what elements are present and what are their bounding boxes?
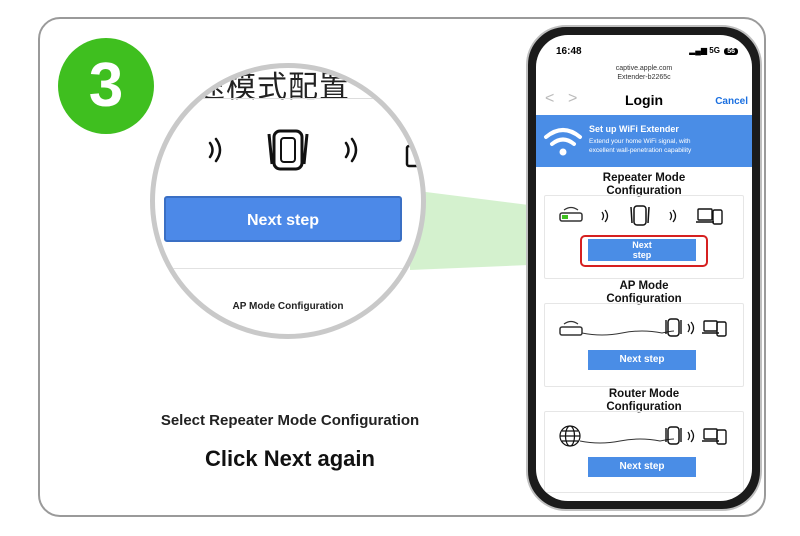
repeater-diagram <box>559 205 723 226</box>
phone-screen: 16:48 ▂▄▆ 5G 56 captive.apple.com Extend… <box>536 35 752 501</box>
back-chevron-icon[interactable]: < <box>545 90 555 107</box>
extender-icon <box>630 205 650 226</box>
battery-icon: 56 <box>724 48 738 55</box>
devices-icon <box>702 428 727 445</box>
section-title-line: AP Mode <box>619 280 669 292</box>
instruction-caption: Select Repeater Mode Configuration <box>160 412 420 429</box>
section-title-line: Configuration <box>606 401 682 413</box>
section-title-line: Repeater Mode <box>602 172 686 184</box>
zoom-next-step-button[interactable]: Next step <box>164 196 402 242</box>
section-title-line: Configuration <box>606 293 682 305</box>
extender-icon <box>665 426 682 445</box>
wifi-icon <box>544 128 582 156</box>
step-number-badge: 3 <box>58 38 154 134</box>
ap-next-step-button[interactable]: Next step <box>588 350 696 370</box>
repeater-mode-title: Repeater Mode Configuration <box>536 172 752 198</box>
repeater-next-step-button[interactable]: Next step <box>588 239 696 261</box>
header-title: Set up WiFi Extender <box>589 124 679 134</box>
ap-diagram <box>559 318 727 337</box>
button-label-line: step <box>632 250 652 260</box>
router-diagram <box>559 425 727 447</box>
repeater-mode-card <box>544 195 744 279</box>
globe-icon <box>559 425 581 447</box>
devices-icon <box>696 208 723 225</box>
router-next-step-button[interactable]: Next step <box>588 457 696 477</box>
divider <box>155 268 421 269</box>
router-icon <box>559 206 583 222</box>
setup-header-banner: Set up WiFi Extender Extend your home Wi… <box>536 115 752 167</box>
devices-icon <box>702 320 727 337</box>
url-host: captive.apple.com <box>615 65 673 72</box>
header-description: Extend your home WiFi signal, with <box>589 138 691 145</box>
zoom-ap-mode-label: AP Mode Configuration <box>232 301 344 312</box>
zoom-title-fragment: 速模式配置 <box>195 71 350 104</box>
phone-frame: 16:48 ▂▄▆ 5G 56 captive.apple.com Extend… <box>526 25 762 511</box>
status-time: 16:48 <box>556 46 582 57</box>
url-network: Extender-b2265c <box>617 74 671 81</box>
header-description: excellent wall-penetration capability <box>589 147 692 154</box>
repeater-diagram-icons <box>208 129 421 171</box>
section-title-line: Configuration <box>606 185 682 197</box>
cancel-button[interactable]: Cancel <box>715 96 748 107</box>
forward-chevron-icon[interactable]: > <box>568 90 578 107</box>
ap-mode-card <box>544 303 744 387</box>
extender-icon <box>267 129 309 171</box>
network-label: 5G <box>709 46 720 55</box>
ap-mode-title: AP Mode Configuration <box>536 280 752 306</box>
divider <box>155 98 421 99</box>
button-label-line: Next <box>632 240 652 250</box>
router-mode-title: Router Mode Configuration <box>536 388 752 414</box>
router-mode-card <box>544 411 744 493</box>
extender-icon <box>665 318 682 337</box>
page-title: Login <box>624 92 664 108</box>
instruction-action: Click Next again <box>205 446 375 471</box>
highlight-box <box>580 235 708 267</box>
zoom-magnifier: 速模式配置 Next step AP Mode Configuration <box>150 63 426 339</box>
status-indicators: ▂▄▆ 5G 56 <box>689 46 738 55</box>
section-title-line: Router Mode <box>608 388 680 400</box>
signal-bars-icon: ▂▄▆ <box>689 46 708 55</box>
router-icon <box>559 320 583 336</box>
